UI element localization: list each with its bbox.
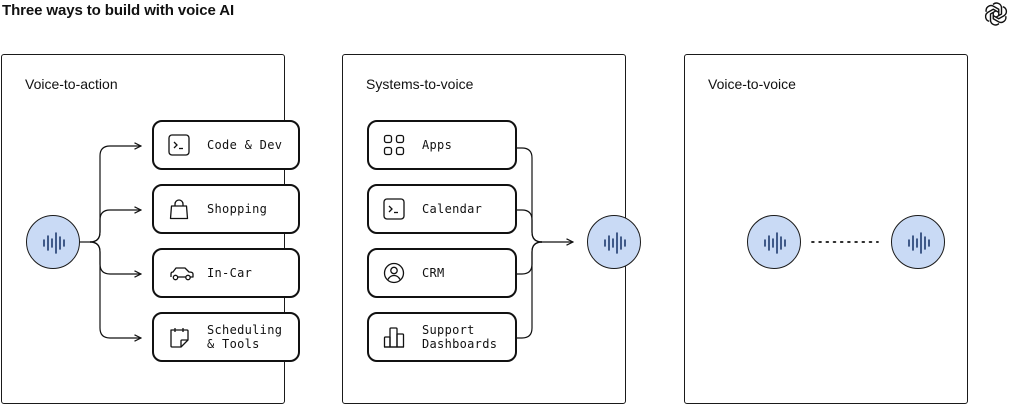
page-title: Three ways to build with voice AI bbox=[2, 2, 235, 19]
item-apps: Apps bbox=[367, 120, 517, 170]
item-label: Scheduling & Tools bbox=[207, 323, 283, 351]
item-label: Shopping bbox=[207, 202, 268, 216]
waveform-icon bbox=[764, 232, 786, 254]
item-label: In-Car bbox=[207, 266, 253, 280]
voice-node-output bbox=[587, 215, 641, 269]
item-label: CRM bbox=[422, 266, 445, 280]
item-label: Calendar bbox=[422, 202, 483, 216]
terminal-icon bbox=[383, 198, 405, 220]
voice-node-left bbox=[747, 215, 801, 269]
terminal-icon bbox=[168, 134, 190, 156]
item-crm: CRM bbox=[367, 248, 517, 298]
item-label: Support Dashboards bbox=[422, 323, 498, 351]
item-calendar: Calendar bbox=[367, 184, 517, 234]
voice-node-right bbox=[891, 215, 945, 269]
user-circle-icon bbox=[383, 262, 405, 284]
item-shopping: Shopping bbox=[152, 184, 300, 234]
item-label: Code & Dev bbox=[207, 138, 283, 152]
item-label: Apps bbox=[422, 138, 453, 152]
calendar-icon bbox=[170, 328, 189, 348]
voice-node-source bbox=[26, 215, 80, 269]
car-icon bbox=[170, 267, 194, 281]
item-in-car: In-Car bbox=[152, 248, 300, 298]
panel-title: Voice-to-voice bbox=[708, 76, 796, 92]
apps-grid-icon bbox=[383, 134, 405, 156]
openai-knot-icon bbox=[984, 2, 1008, 26]
bar-chart-icon bbox=[383, 327, 405, 348]
waveform-icon bbox=[908, 232, 930, 254]
shopping-bag-icon bbox=[169, 199, 189, 220]
item-code-dev: Code & Dev bbox=[152, 120, 300, 170]
panel-title: Systems-to-voice bbox=[366, 76, 474, 92]
waveform-icon bbox=[604, 232, 626, 254]
panel-title: Voice-to-action bbox=[25, 76, 118, 92]
item-support-dashboards: Support Dashboards bbox=[367, 312, 517, 362]
waveform-icon bbox=[43, 232, 65, 254]
item-scheduling-tools: Scheduling & Tools bbox=[152, 312, 300, 362]
